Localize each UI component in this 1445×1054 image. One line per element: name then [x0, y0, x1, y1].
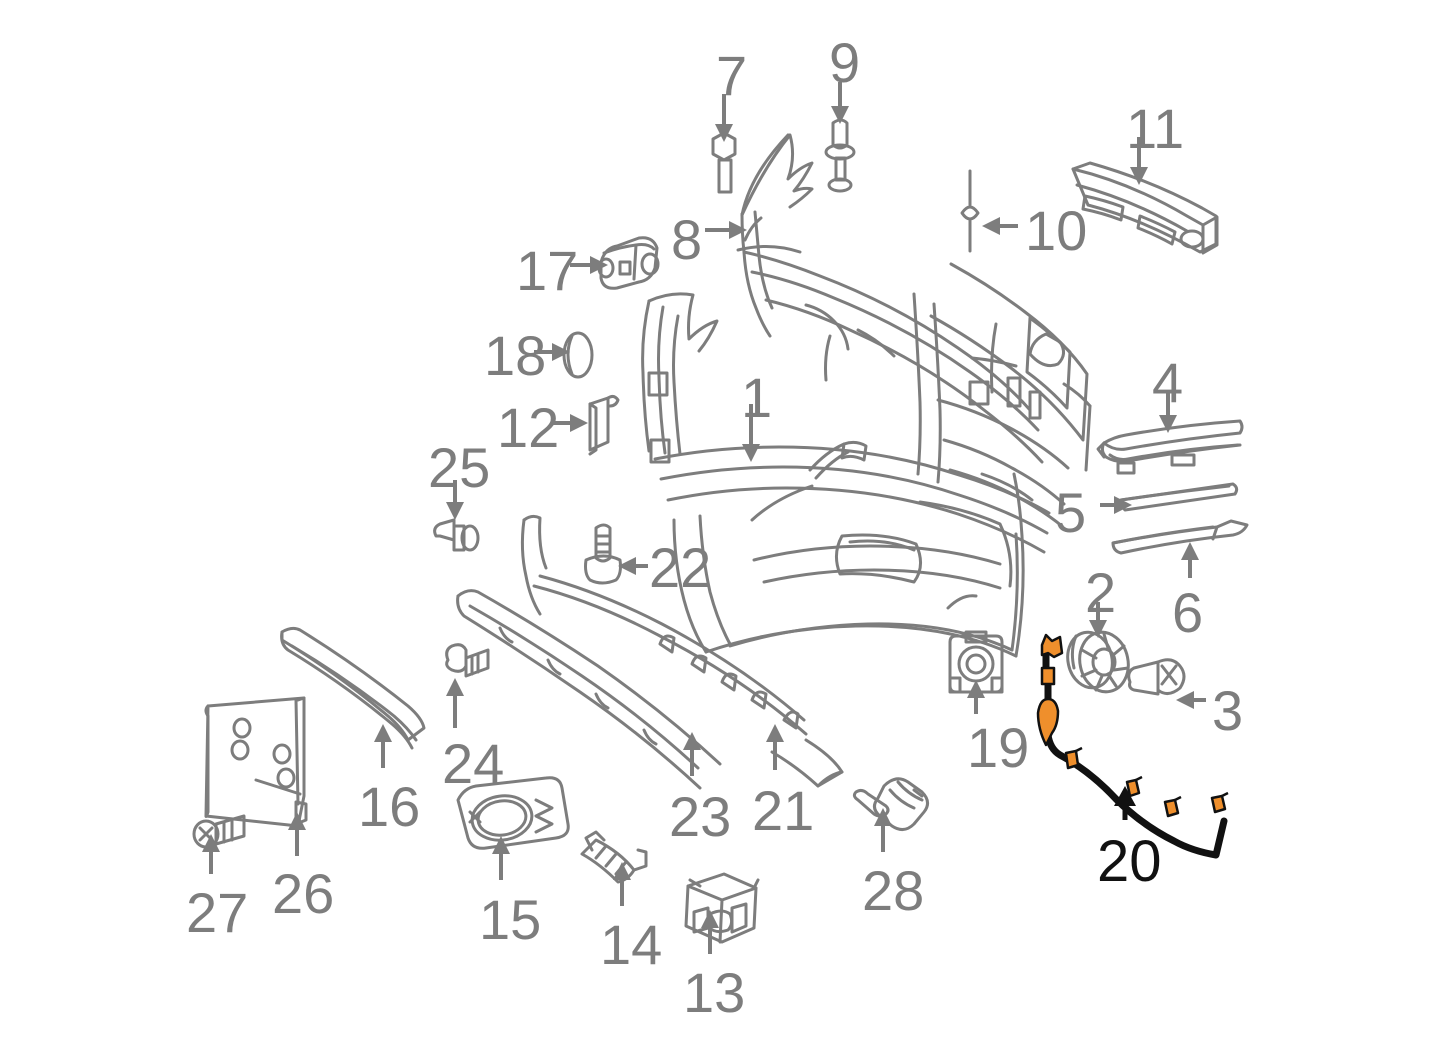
harness-connector-2: [1040, 666, 1056, 686]
part-18-tow-hook-cover: [562, 331, 594, 379]
part-6-lower-trim: [1111, 519, 1249, 555]
callout-label-14[interactable]: 14: [600, 913, 663, 976]
callout-label-18[interactable]: 18: [484, 324, 547, 387]
part-1-bumper-cover: [641, 292, 1051, 658]
harness-connector-3: [1036, 697, 1060, 747]
part-25-retainer-clip: [433, 518, 480, 552]
callout-label-20[interactable]: 20: [1097, 829, 1162, 894]
part-4-upper-molding: [1096, 419, 1244, 475]
part-15-fog-lamp-bezel: [456, 776, 570, 850]
harness-connector-1: [1040, 633, 1064, 659]
callout-label-1[interactable]: 1: [741, 366, 773, 429]
part-9-push-pin: [824, 118, 856, 193]
callout-arrows: [202, 82, 1206, 954]
part-17-parking-sensor: [597, 236, 660, 290]
part-5-trim-strip: [1119, 482, 1239, 512]
callout-label-24[interactable]: 24: [442, 732, 505, 795]
callout-label-23[interactable]: 23: [669, 785, 732, 848]
callout-label-15[interactable]: 15: [479, 888, 542, 951]
callout-label-26[interactable]: 26: [272, 862, 335, 925]
callout-label-2[interactable]: 2: [1085, 561, 1117, 624]
part-12-side-bracket: [588, 394, 620, 456]
callout-label-3[interactable]: 3: [1212, 679, 1244, 742]
part-26-license-plate-bracket: [204, 696, 308, 828]
callout-label-16[interactable]: 16: [358, 775, 421, 838]
callout-label-21[interactable]: 21: [752, 779, 815, 842]
callout-label-4[interactable]: 4: [1152, 351, 1184, 414]
harness-connector-4: [1064, 749, 1080, 770]
part-2-horn: [1066, 630, 1130, 694]
callout-label-12[interactable]: 12: [497, 396, 560, 459]
part-13-sensor-bracket: [684, 872, 760, 944]
harness-connector-5: [1125, 778, 1141, 798]
part-11-impact-bar: [1071, 161, 1219, 255]
harness-connector-7: [1210, 794, 1227, 814]
callout-label-28[interactable]: 28: [862, 859, 925, 922]
callout-label-11[interactable]: 11: [1126, 97, 1185, 160]
part-8-grille-support-structure: [740, 210, 1092, 528]
part-8-bumper-bracket-left: [736, 133, 814, 254]
callout-label-13[interactable]: 13: [683, 961, 746, 1024]
callout-label-10[interactable]: 10: [1025, 199, 1088, 262]
part-24-molding-bolt: [445, 643, 490, 678]
harness-connector-6: [1163, 798, 1180, 818]
callout-label-6[interactable]: 6: [1172, 581, 1204, 644]
part-20-wiring-harness-highlight: [1036, 633, 1229, 859]
gray-line-art: [192, 118, 1249, 944]
part-16-valance-molding: [280, 626, 426, 750]
part-22-cover-screw: [584, 523, 622, 585]
callout-label-19[interactable]: 19: [967, 716, 1030, 779]
callout-label-17[interactable]: 17: [516, 239, 579, 302]
part-28-washer-nozzle: [852, 777, 929, 831]
part-10-clip-pin: [960, 169, 980, 253]
part-14-expansion-rivet: [580, 830, 648, 884]
part-3-horn-bolt: [1127, 658, 1186, 696]
callout-label-25[interactable]: 25: [428, 436, 491, 499]
callout-label-27[interactable]: 27: [186, 881, 249, 944]
callout-label-22[interactable]: 22: [649, 536, 712, 599]
callout-label-5[interactable]: 5: [1055, 481, 1087, 544]
part-21-lower-grille: [520, 514, 844, 788]
callout-label-8[interactable]: 8: [671, 208, 703, 271]
callout-label-7[interactable]: 7: [716, 44, 748, 107]
part-23-grille-seal: [456, 589, 722, 790]
callout-label-9[interactable]: 9: [829, 31, 861, 94]
